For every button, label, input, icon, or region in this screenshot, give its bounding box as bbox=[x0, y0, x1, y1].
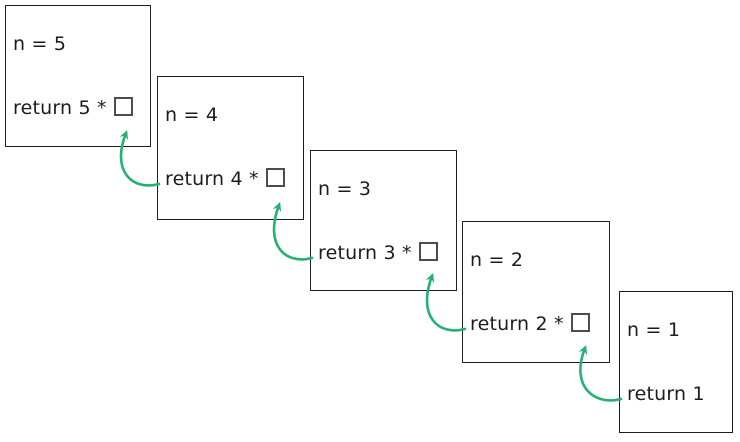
result-placeholder-box bbox=[113, 97, 133, 116]
return-label: return 3 * bbox=[318, 242, 412, 264]
stack-frame-n3: n = 3 return 3 * bbox=[310, 150, 457, 291]
n-value-label: n = 1 bbox=[627, 319, 681, 341]
return-statement: return 1 bbox=[627, 383, 705, 405]
return-statement: return 4 * bbox=[165, 168, 285, 190]
result-placeholder-box bbox=[418, 242, 438, 261]
return-statement: return 3 * bbox=[318, 242, 438, 264]
result-placeholder-box bbox=[265, 168, 285, 187]
return-statement: return 5 * bbox=[13, 97, 133, 119]
stack-frame-n2: n = 2 return 2 * bbox=[462, 221, 610, 363]
result-placeholder-box bbox=[570, 313, 590, 332]
stack-frame-n4: n = 4 return 4 * bbox=[157, 76, 304, 220]
return-label: return 2 * bbox=[470, 313, 564, 335]
stack-frame-n1: n = 1 return 1 bbox=[619, 291, 733, 433]
n-value-label: n = 4 bbox=[165, 104, 219, 126]
return-label: return 4 * bbox=[165, 168, 259, 190]
n-value-label: n = 5 bbox=[13, 33, 67, 55]
return-label: return 1 bbox=[627, 383, 705, 405]
return-statement: return 2 * bbox=[470, 313, 590, 335]
return-label: return 5 * bbox=[13, 97, 107, 119]
n-value-label: n = 3 bbox=[318, 178, 372, 200]
n-value-label: n = 2 bbox=[470, 249, 524, 271]
stack-frame-n5: n = 5 return 5 * bbox=[5, 5, 151, 147]
